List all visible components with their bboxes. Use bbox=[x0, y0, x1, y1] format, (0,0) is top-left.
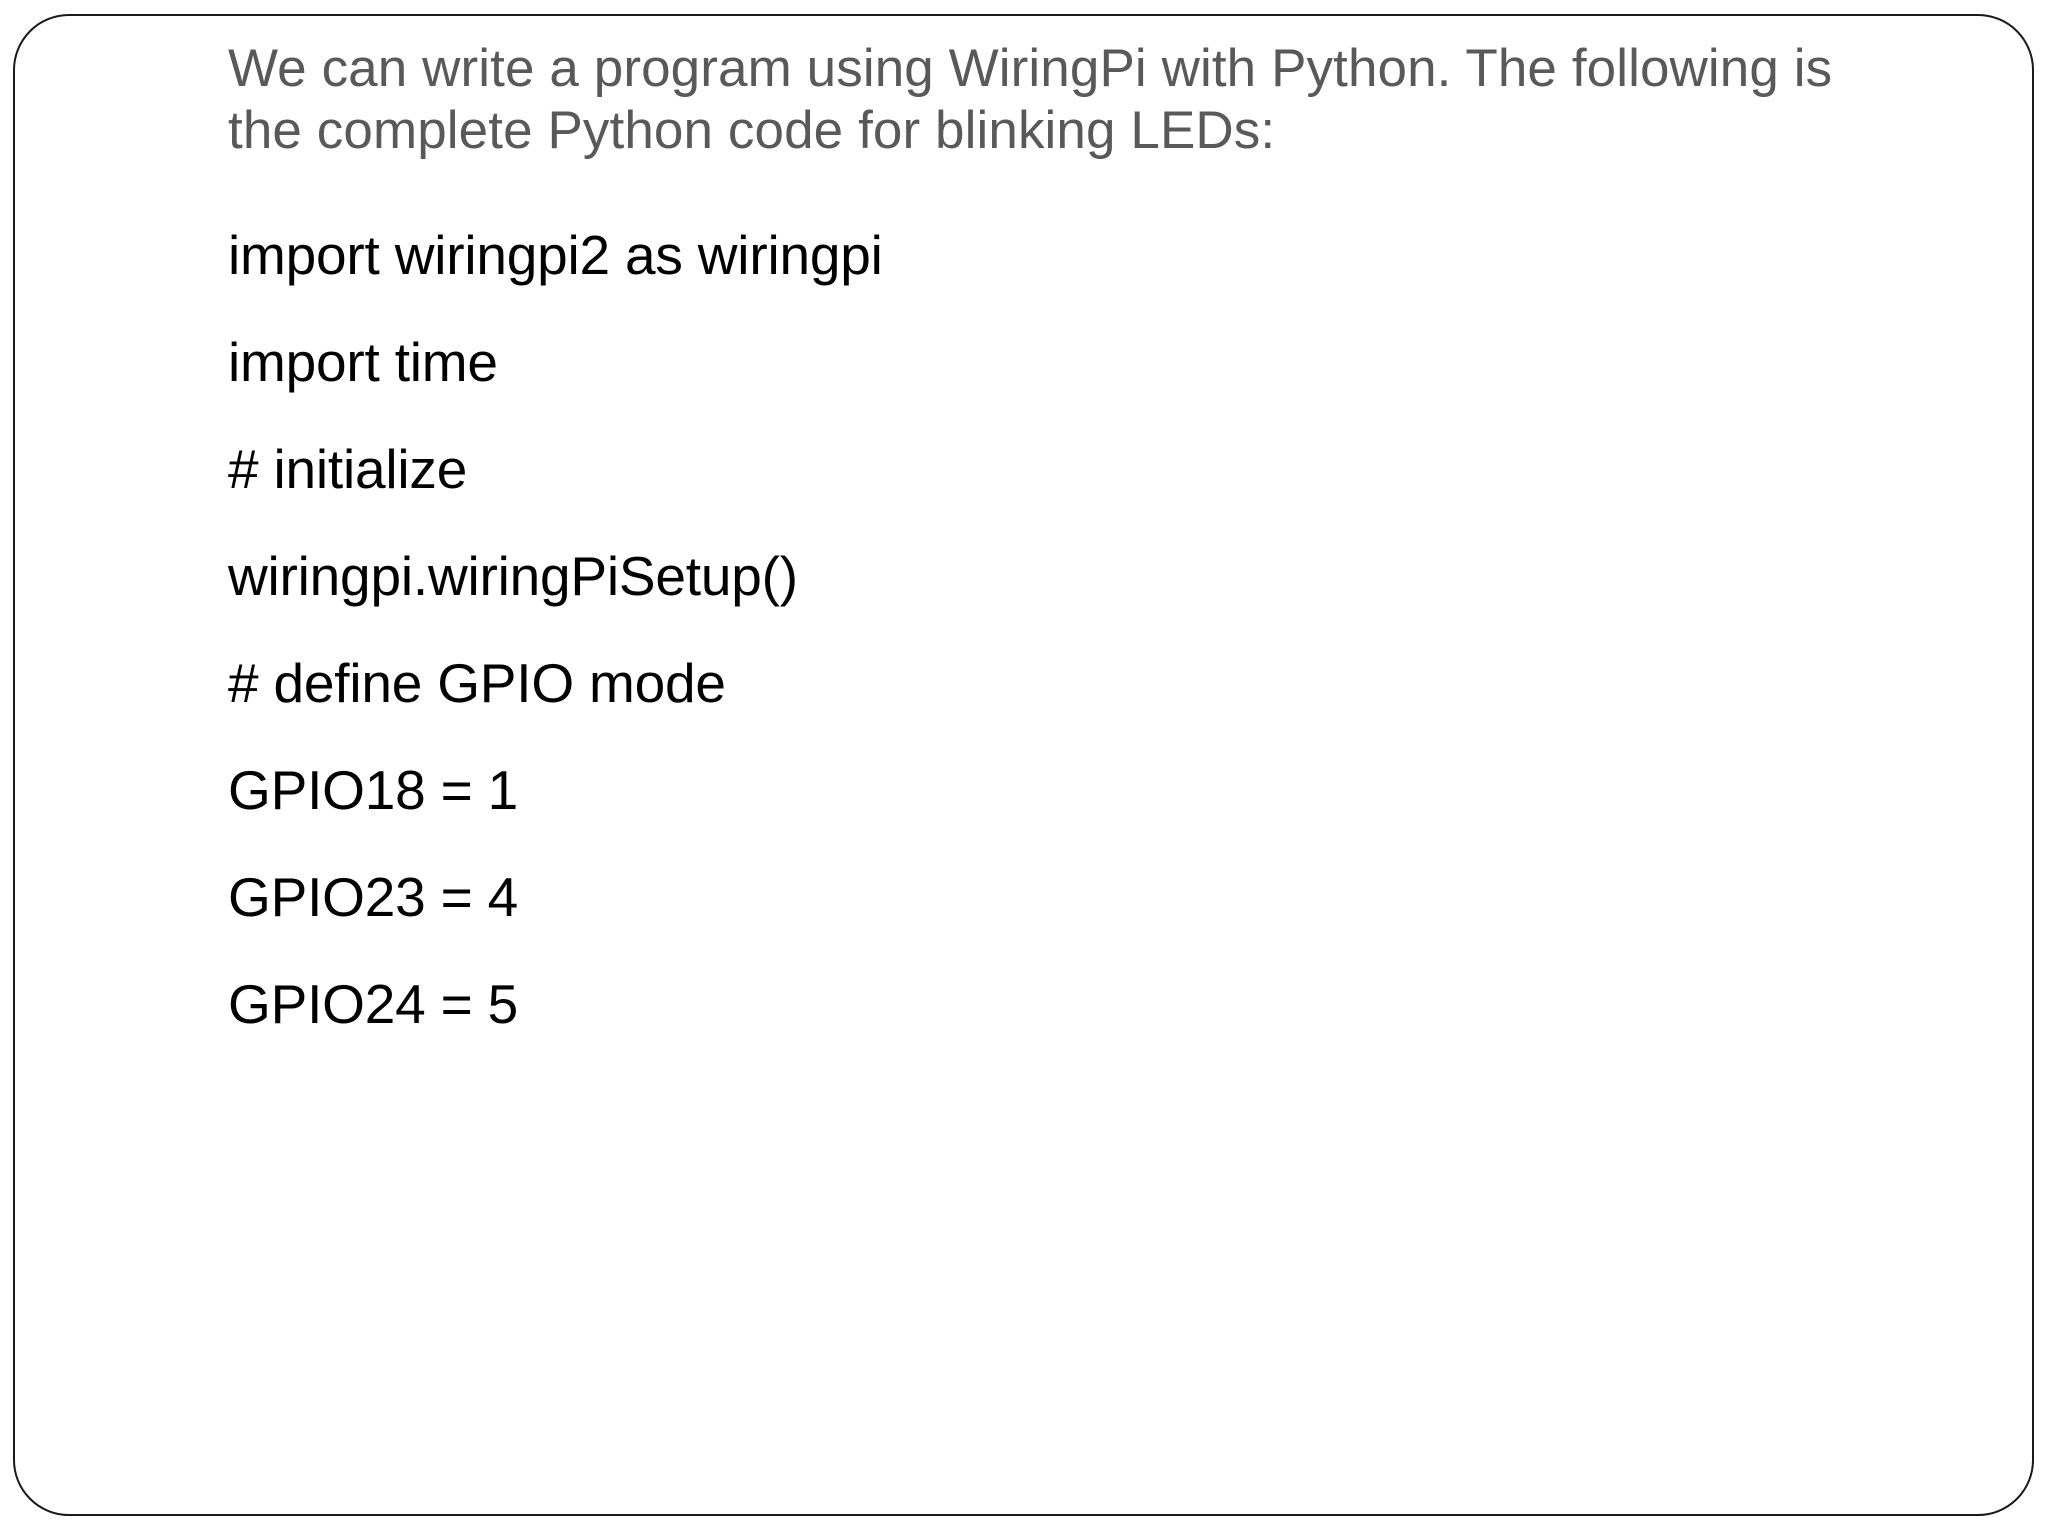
code-line: import time bbox=[228, 331, 498, 393]
python-code-block: import wiringpi2 as wiringpi import time… bbox=[228, 202, 1948, 1058]
code-line: GPIO18 = 1 bbox=[228, 759, 518, 821]
code-line: GPIO24 = 5 bbox=[228, 973, 518, 1035]
slide-content: We can write a program using WiringPi wi… bbox=[228, 38, 1948, 1058]
code-line: # define GPIO mode bbox=[228, 652, 726, 714]
code-line: # initialize bbox=[228, 438, 468, 500]
intro-paragraph: We can write a program using WiringPi wi… bbox=[228, 39, 1833, 160]
code-line: wiringpi.wiringPiSetup() bbox=[228, 545, 798, 607]
code-line: import wiringpi2 as wiringpi bbox=[228, 224, 883, 286]
code-line: GPIO23 = 4 bbox=[228, 866, 518, 928]
